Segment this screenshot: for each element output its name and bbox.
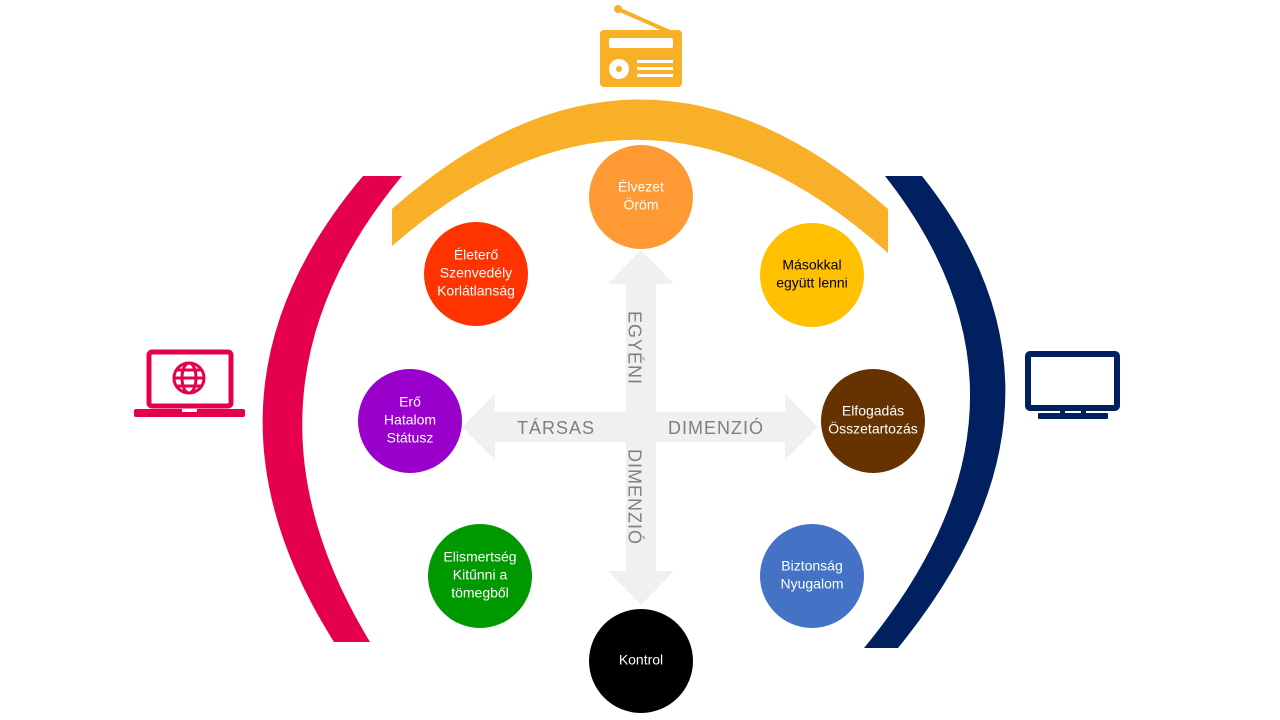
laptop-globe-icon [134,349,245,417]
circle-shape [358,369,462,473]
circle-label-line: Elfogadás [842,403,904,419]
circle-label-line: Élvezet [618,179,664,195]
circle-label-line: Kontrol [619,652,663,668]
circle-label-line: együtt lenni [776,275,848,291]
circle-shape [760,524,864,628]
circle-label-line: Erő [399,394,421,410]
circle-label-line: Öröm [624,196,659,213]
circle-label-line: Nyugalom [780,576,843,592]
circle-label-line: Életerő [454,247,499,263]
circle-kontrol: Kontrol [589,609,693,713]
axis-label-bottom: DIMENZIÓ [624,449,645,545]
circle-label-line: Másokkal [782,257,841,273]
internet-arc [262,176,402,642]
circle-label-line: Kitűnni a [453,567,508,583]
axis-label-left: TÁRSAS [517,418,595,438]
circle-label-line: Elismertség [443,549,516,565]
circle-shape [760,223,864,327]
circle-shape [821,369,925,473]
cross-arrows [462,250,818,605]
circle-shape [589,145,693,249]
circle-label-line: Státusz [387,430,434,446]
circle-label-line: Korlátlanság [437,283,515,299]
media-arcs [262,99,1006,648]
axis-label-right: DIMENZIÓ [668,417,764,438]
horizontal-arrow [462,394,818,460]
globe-icon [172,361,206,395]
circle-label-line: tömegből [451,585,509,601]
axis-label-top: EGYÉNI [624,311,644,385]
circle-shape [589,609,693,713]
radio-icon [600,5,682,87]
circle-label-line: Hatalom [384,412,436,428]
tv-icon [1025,351,1120,419]
circle-masokkal: Másokkal együtt lenni [760,223,864,327]
tv-arc [864,176,1006,648]
radio-arc [392,99,888,253]
circle-label-line: Biztonság [781,558,842,574]
circle-shape [428,524,532,628]
circle-shape [424,222,528,326]
circle-label-line: Összetartozás [828,420,917,437]
circle-label-line: Szenvedély [440,265,512,281]
